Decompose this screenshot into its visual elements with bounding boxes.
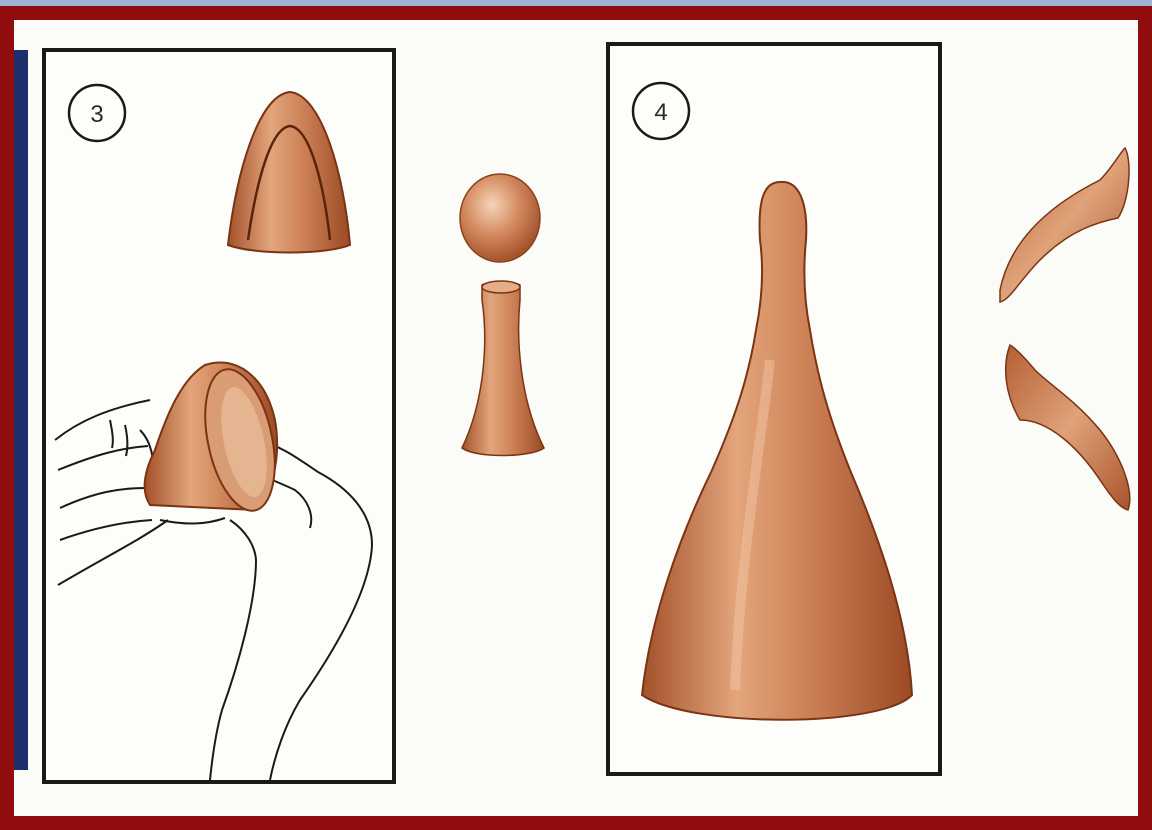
step-3-number: 3: [90, 101, 103, 128]
clay-horn-lower: [1006, 345, 1130, 510]
illustration-sheet: 3: [14, 20, 1138, 816]
step-4-panel: 4: [608, 44, 940, 774]
step-3-panel: 3: [44, 50, 394, 782]
step-4-number: 4: [654, 99, 667, 126]
clay-neck-cylinder: [462, 281, 544, 456]
clay-ball: [460, 174, 540, 262]
slide-frame: 3: [0, 6, 1152, 830]
clay-horn-upper: [1000, 148, 1129, 302]
